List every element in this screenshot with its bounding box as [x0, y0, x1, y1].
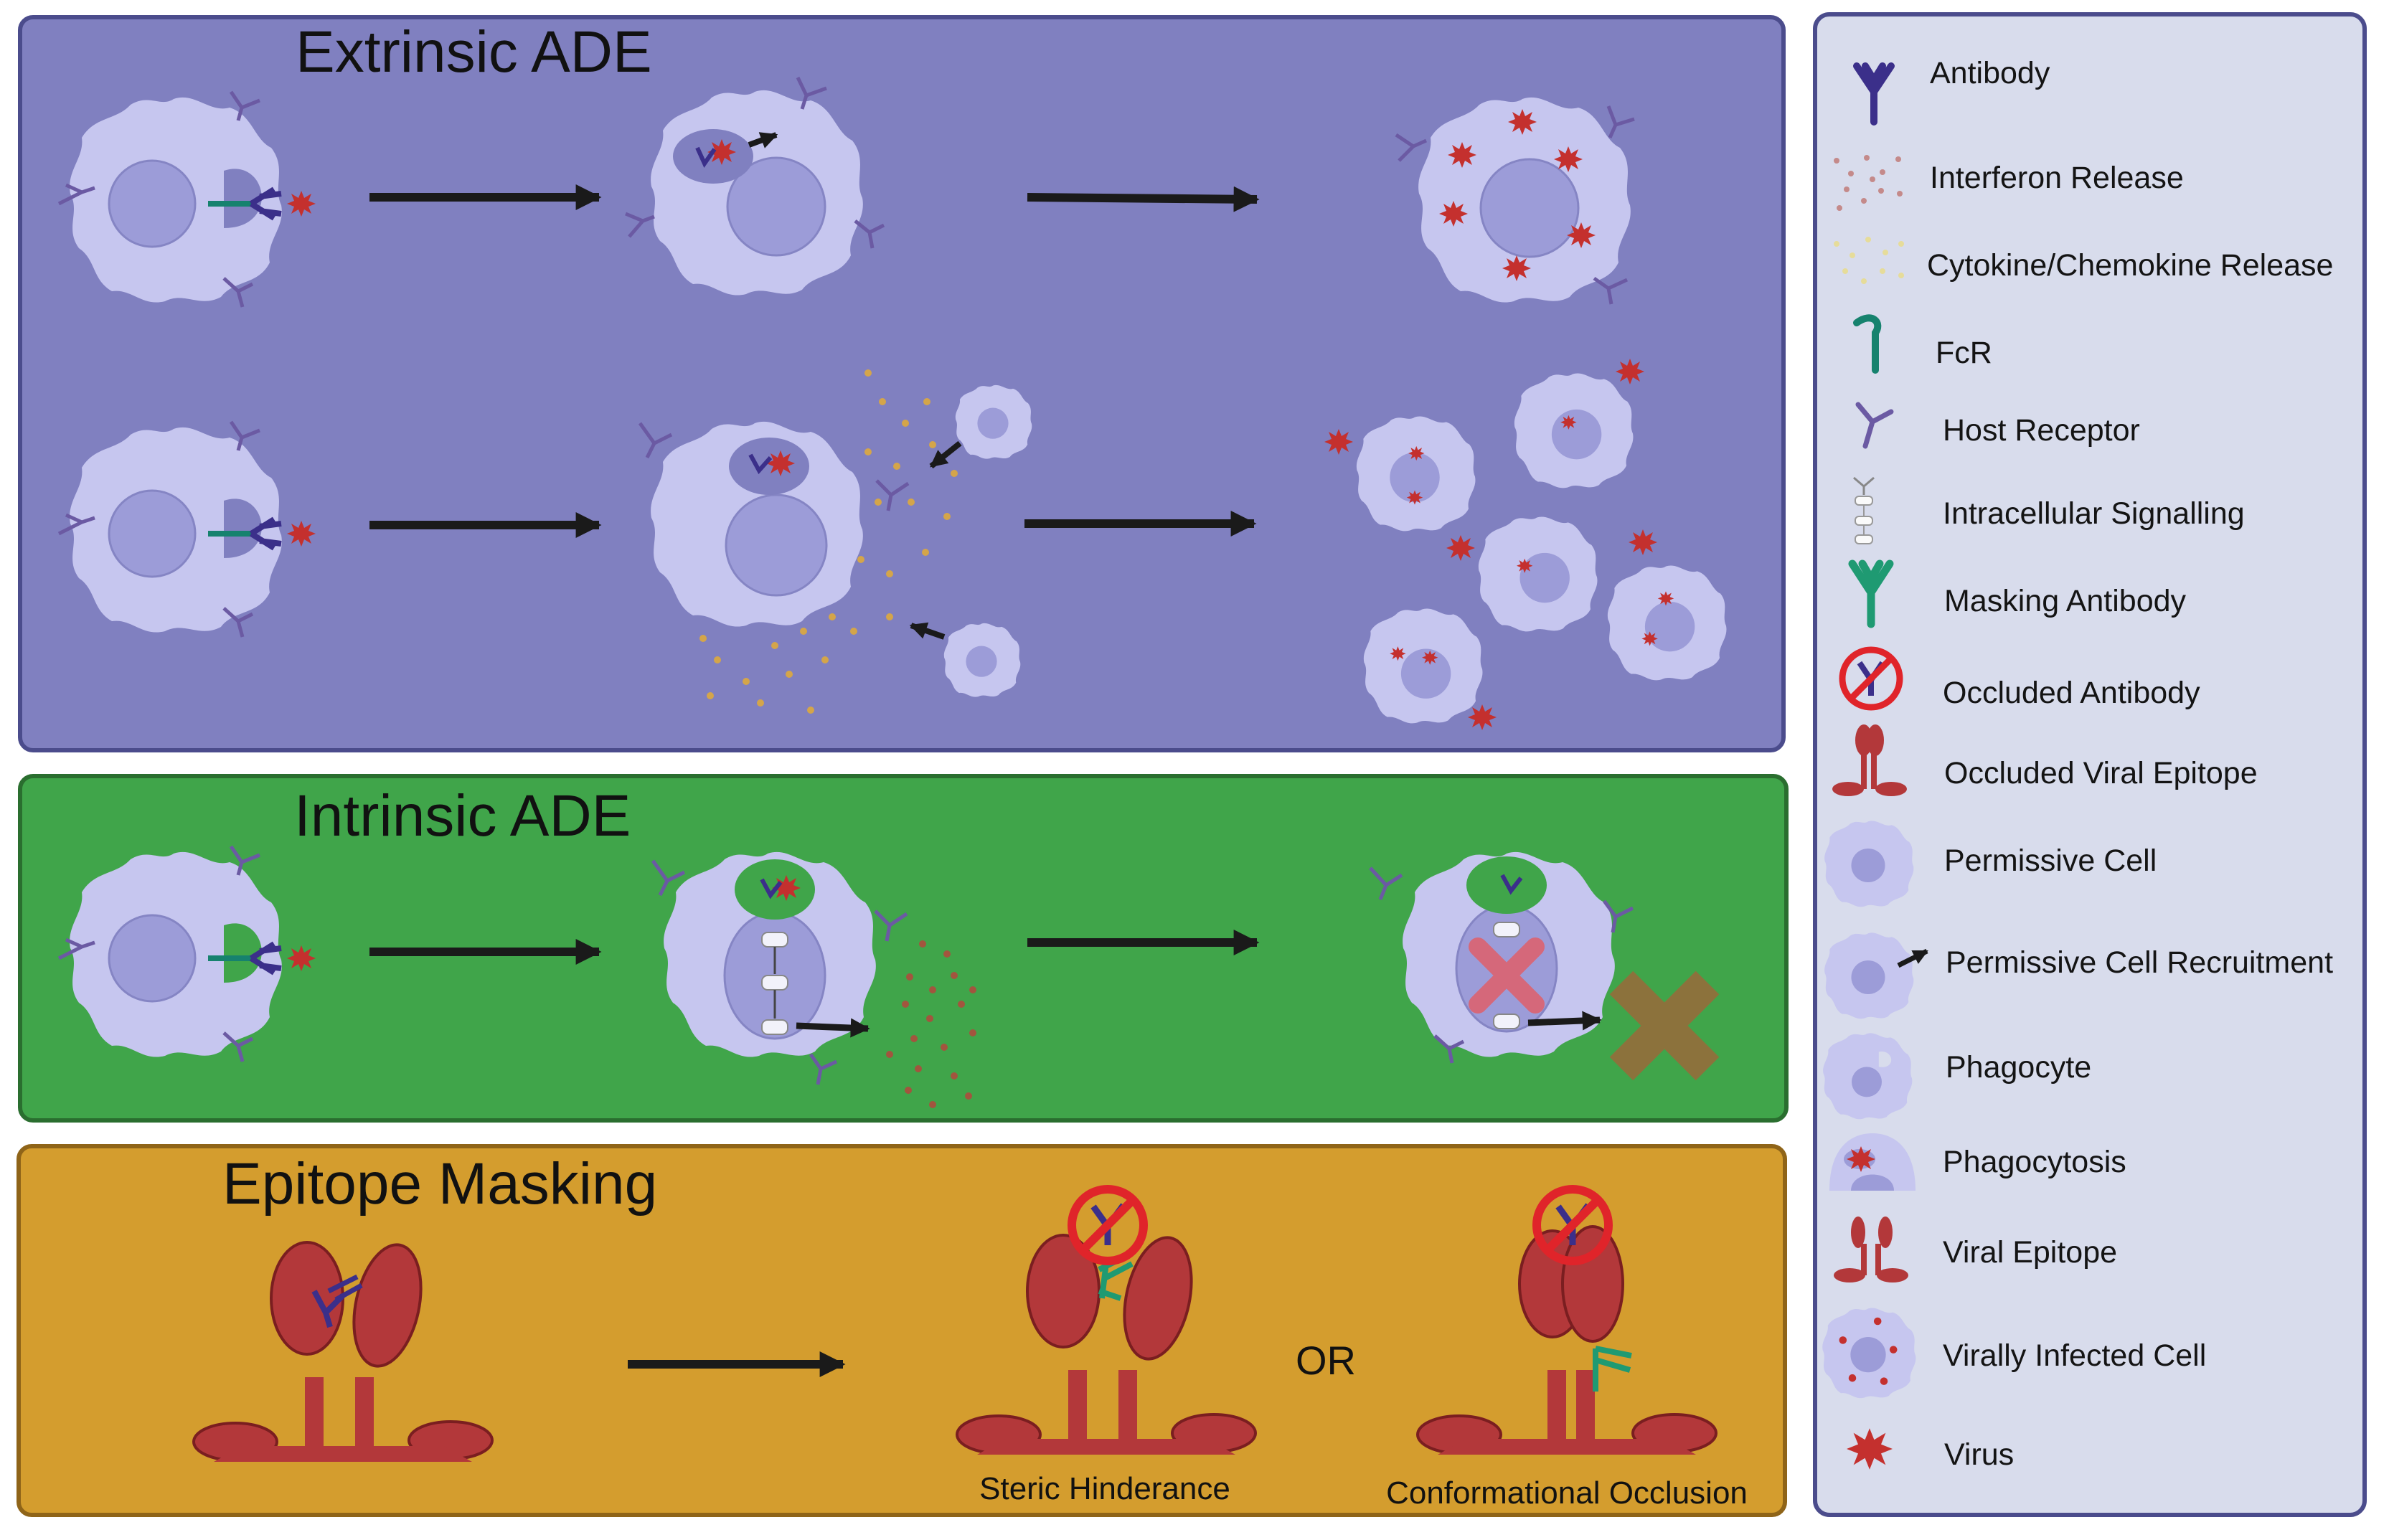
- viral-epitope-icon: [1834, 1217, 1908, 1282]
- occluded-viral-epitope-icon: [1832, 724, 1907, 796]
- blocked-release-x: [1609, 970, 1720, 1081]
- signalling-cell: [651, 851, 908, 1085]
- occluded-antibody-2: [1532, 1185, 1613, 1265]
- phagocyte-icon: [1823, 1033, 1913, 1120]
- or-label: OR: [1296, 1338, 1356, 1383]
- recruited-cell-bottom: [943, 623, 1021, 697]
- antibody-icon: [1853, 62, 1895, 126]
- phagocyte-with-antibody-virus-3: [57, 845, 316, 1062]
- steric-hinderance-epitope: [956, 1234, 1257, 1455]
- masking-antibody-icon: [1848, 559, 1894, 628]
- legend-label-virus: Virus: [1944, 1437, 2014, 1472]
- legend-label-occluded-antibody: Occluded Antibody: [1943, 676, 2200, 710]
- extrinsic-title: Extrinsic ADE: [296, 19, 652, 85]
- recruitment-arrow-top: [929, 440, 962, 469]
- recruitment-arrow-bottom: [909, 622, 946, 640]
- legend-label-antibody: Antibody: [1930, 56, 2050, 90]
- cytokine-dots: [699, 369, 958, 714]
- interferon-dots: [886, 940, 976, 1108]
- occluded-antibody-1: [1068, 1185, 1148, 1265]
- interferon-release-icon: [1834, 155, 1903, 211]
- legend-label-interferon-release: Interferon Release: [1930, 161, 2184, 195]
- legend-label-virally-infected-cell: Virally Infected Cell: [1943, 1338, 2206, 1373]
- permissive-cell-recruitment-icon: [1824, 932, 1928, 1019]
- conformational-occlusion-epitope: [1416, 1225, 1717, 1455]
- blocked-signalling-cell: [1369, 851, 1634, 1064]
- phagocytosis-cell-1: [625, 76, 885, 296]
- phagocytosis-cell-2: [638, 421, 910, 627]
- legend-label-permissive-cell-recruitment: Permissive Cell Recruitment: [1946, 945, 2333, 980]
- phagocyte-with-antibody-virus-2: [57, 420, 316, 638]
- legend-label-phagocytosis: Phagocytosis: [1943, 1145, 2126, 1179]
- caption-steric-hinderance: Steric Hinderance: [979, 1471, 1230, 1506]
- legend-label-cytokine-chemokine-release: Cytokine/Chemokine Release: [1927, 248, 2333, 283]
- virally-infected-cell-icon: [1822, 1308, 1916, 1399]
- legend-label-masking-antibody: Masking Antibody: [1944, 584, 2187, 618]
- permissive-cell-icon: [1824, 821, 1914, 907]
- intrinsic-panel: [18, 774, 1789, 1123]
- legend: Antibody Interferon Release Cytokine/Che…: [1822, 56, 2333, 1472]
- intrinsic-title: Intrinsic ADE: [294, 783, 631, 849]
- legend-label-phagocyte: Phagocyte: [1946, 1050, 2091, 1085]
- cytokine-chemokine-release-icon: [1834, 237, 1904, 284]
- phagocyte-with-antibody-virus-1: [57, 90, 316, 308]
- masking-title: Epitope Masking: [222, 1151, 657, 1217]
- host-receptor-icon: [1855, 402, 1894, 449]
- legend-label-intracellular-signalling: Intracellular Signalling: [1943, 496, 2245, 531]
- legend-label-host-receptor: Host Receptor: [1943, 413, 2140, 448]
- legend-panel: [1813, 12, 2367, 1517]
- phagocytosis-icon: [1829, 1133, 1916, 1191]
- arrow-extrinsic-1b: [1027, 186, 1260, 212]
- legend-label-occluded-viral-epitope: Occluded Viral Epitope: [1944, 756, 2258, 790]
- intracellular-signalling-icon: [1853, 476, 1875, 544]
- recruited-cell-top: [955, 384, 1032, 459]
- viral-epitope-with-antibody: [192, 1241, 494, 1462]
- legend-label-viral-epitope: Viral Epitope: [1943, 1235, 2117, 1270]
- occluded-antibody-icon: [1839, 646, 1903, 711]
- legend-label-fcr: FcR: [1936, 336, 1992, 370]
- caption-conformational-occlusion: Conformational Occlusion: [1386, 1475, 1748, 1511]
- infected-cell-cluster: [1324, 359, 1727, 730]
- legend-label-permissive-cell: Permissive Cell: [1944, 844, 2157, 878]
- virally-infected-cell-1: [1395, 97, 1635, 305]
- fcr-icon: [1853, 314, 1882, 374]
